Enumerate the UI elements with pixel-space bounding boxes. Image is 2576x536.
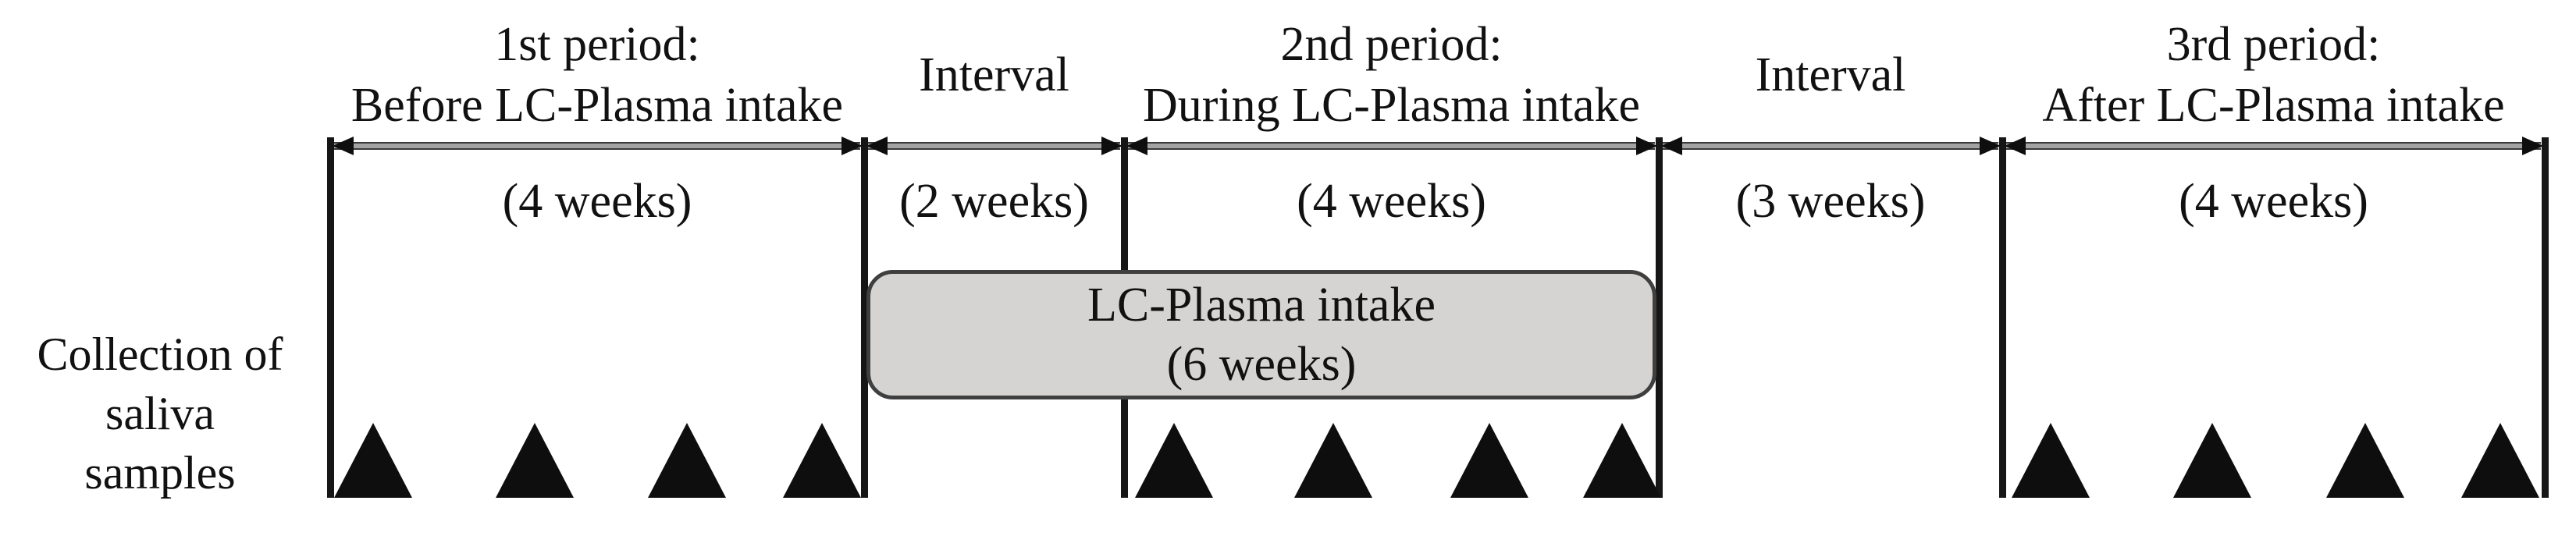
segment-title-period-1: 1st period: Before LC-Plasma intake [330,14,864,136]
period-1-title-line-2: Before LC-Plasma intake [350,79,844,132]
period-1-arrowhead-right-icon [841,137,863,155]
saliva-sample-marker [2012,423,2090,498]
saliva-sample-marker [1450,423,1528,498]
interval-1-arrowhead-right-icon [1101,137,1123,155]
segment-title-interval-2: Interval [1659,14,2002,136]
period-2-title-line-2: During LC-Plasma intake [1142,79,1641,132]
period-2-duration-label: (4 weeks) [1297,174,1486,228]
boundary-line-period3-start [1999,137,2006,498]
intake-box-line-2: (6 weeks) [1166,338,1357,391]
period-3-arrowhead-left-icon [2005,137,2026,155]
saliva-sample-marker [2461,423,2539,498]
period-2-title-line-1: 2nd period: [1280,18,1503,71]
interval-1-duration-label: (2 weeks) [899,174,1089,228]
intake-box-line-1: LC-Plasma intake [1087,279,1436,332]
interval-2-title: Interval [1755,48,1906,101]
saliva-sample-marker [1583,423,1661,498]
period-1-arrow-shaft [334,142,860,150]
period-2-arrow-shaft [1128,142,1655,150]
saliva-sample-marker [1294,423,1372,498]
period-1-arrowhead-left-icon [333,137,354,155]
saliva-sample-marker [2173,423,2251,498]
row-label-line-3: samples [84,447,236,499]
period-3-arrow-shaft [2006,142,2541,150]
interval-2-arrowhead-left-icon [1661,137,1682,155]
saliva-sample-marker [783,423,861,498]
boundary-line-start [327,137,334,498]
boundary-line-period2-end [1656,137,1663,498]
interval-2-arrowhead-right-icon [1980,137,2001,155]
period-3-duration-label: (4 weeks) [2179,174,2368,228]
saliva-collection-row-label: Collection of saliva samples [8,325,312,502]
boundary-line-period1-end [861,137,868,498]
interval-1-arrowhead-left-icon [866,137,888,155]
row-label-line-2: saliva [105,388,215,439]
period-3-title-line-2: After LC-Plasma intake [2042,79,2505,132]
row-label-line-1: Collection of [37,328,283,380]
period-3-arrowhead-right-icon [2522,137,2543,155]
interval-2-duration-label: (3 weeks) [1735,174,1926,228]
period-1-title-line-1: 1st period: [494,18,700,71]
boundary-line-end [2542,137,2549,498]
period-2-arrowhead-right-icon [1636,137,1657,155]
lc-plasma-intake-box: LC-Plasma intake (6 weeks) [866,270,1656,399]
segment-title-period-3: 3rd period: After LC-Plasma intake [2002,14,2545,136]
interval-2-arrow-shaft [1663,142,1998,150]
period-1-duration-label: (4 weeks) [502,174,692,228]
interval-1-arrow-shaft [868,142,1120,150]
saliva-sample-marker [648,423,726,498]
saliva-sample-marker [1135,423,1213,498]
segment-title-period-2: 2nd period: During LC-Plasma intake [1124,14,1659,136]
period-2-arrowhead-left-icon [1126,137,1147,155]
period-3-title-line-1: 3rd period: [2166,18,2381,71]
saliva-sample-marker [334,423,412,498]
saliva-sample-marker [2326,423,2404,498]
segment-title-interval-1: Interval [864,14,1124,136]
saliva-sample-marker [496,423,574,498]
interval-1-title: Interval [919,48,1069,101]
